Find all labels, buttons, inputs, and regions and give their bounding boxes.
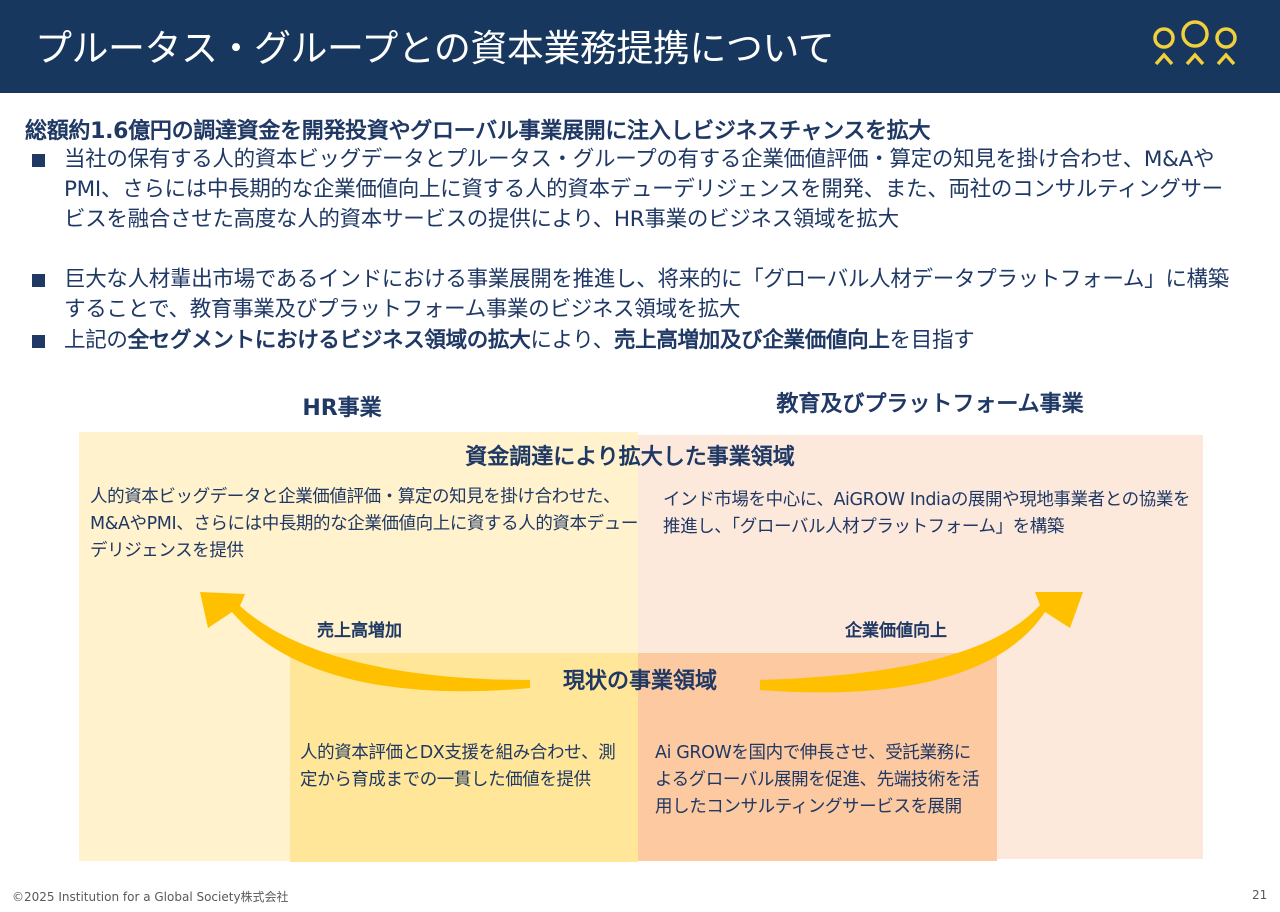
text-run: を目指す <box>889 328 975 353</box>
bullet-item: 当社の保有する人的資本ビッグデータとプルータス・グループの有する企業価値評価・算… <box>32 145 1242 235</box>
current-area-title: 現状の事業領域 <box>562 669 718 694</box>
current-education-text: Ai GROWを国内で伸長させ、受託業務によるグローバル展開を促進、先端技術を活… <box>655 743 980 817</box>
bullet-text: 上記の全セグメントにおけるビジネス領域の拡大により、売上高増加及び企業価値向上を… <box>64 326 1242 356</box>
bullet-square-icon <box>32 335 45 348</box>
header-bar <box>0 0 1280 93</box>
slide-title: プルータス・グループとの資本業務提携について <box>35 27 835 70</box>
expanded-hr-text: 人的資本ビッグデータと企業価値評価・算定の知見を掛け合わせた、M&AやPMI、さ… <box>90 487 638 561</box>
bullet-square-icon <box>32 274 45 287</box>
people-logo-icon <box>1153 20 1237 66</box>
arrow-label-value: 企業価値向上 <box>845 621 947 641</box>
bullet-item: 巨大な人材輩出市場であるインドにおける事業展開を推進し、将来的に「グローバル人材… <box>32 265 1242 325</box>
bullet-text: 当社の保有する人的資本ビッグデータとプルータス・グループの有する企業価値評価・算… <box>64 147 1223 232</box>
bullet-text: 巨大な人材輩出市場であるインドにおける事業展開を推進し、将来的に「グローバル人材… <box>64 267 1229 322</box>
segment-label-education-platform: 教育及びプラットフォーム事業 <box>776 392 1084 417</box>
bullet-item: 上記の全セグメントにおけるビジネス領域の拡大により、売上高増加及び企業価値向上を… <box>32 326 1242 356</box>
bullet-square-icon <box>32 154 45 167</box>
segment-label-hr: HR事業 <box>302 396 382 421</box>
lead-heading: 総額約1.6億円の調達資金を開発投資やグローバル事業展開に注入しビジネスチャンス… <box>25 119 931 144</box>
arrow-left-icon <box>200 592 530 692</box>
expanded-education-text: インド市場を中心に、AiGROW Indiaの展開や現地事業者との協業を推進し、… <box>663 490 1191 537</box>
text-run-bold: 売上高増加及び企業価値向上 <box>613 328 890 353</box>
arrow-label-sales: 売上高増加 <box>317 621 402 641</box>
text-run: により、 <box>530 328 614 353</box>
text-run-bold: 全セグメントにおけるビジネス領域の拡大 <box>127 328 531 353</box>
copyright: ©2025 Institution for a Global Society株式… <box>12 890 289 904</box>
text-run: 上記の <box>64 328 128 353</box>
expanded-area-title: 資金調達により拡大した事業領域 <box>465 445 795 470</box>
arrow-right-icon <box>760 592 1083 693</box>
page-number: 21 <box>1252 888 1268 902</box>
current-hr-text: 人的資本評価とDX支援を組み合わせ、測定から育成までの一貫した価値を提供 <box>300 743 616 790</box>
